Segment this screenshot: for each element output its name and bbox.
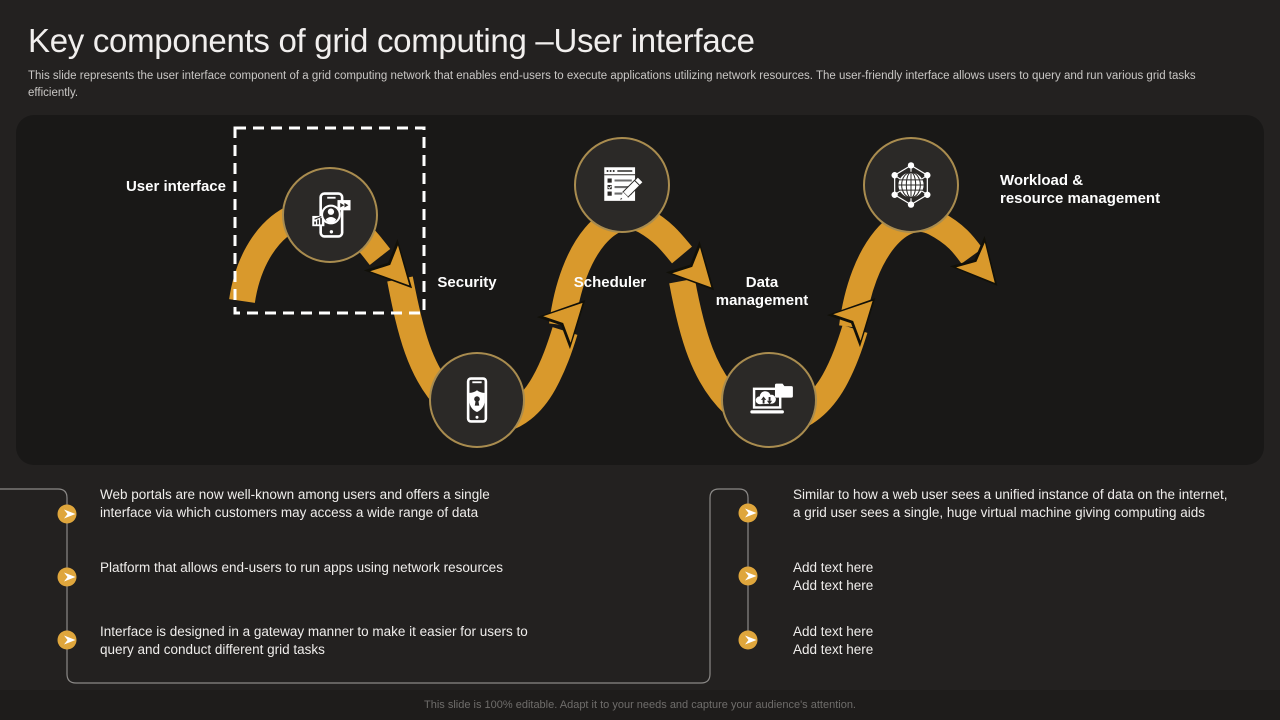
bullet-arrow-icon: [54, 627, 82, 655]
node-user-interface: [282, 167, 378, 263]
bullet-arrow-icon: [735, 563, 763, 591]
node-workload: [863, 137, 959, 233]
note-gateway: Interface is designed in a gateway manne…: [100, 624, 528, 657]
page-title: Key components of grid computing –User i…: [28, 22, 755, 59]
bullet-arrow-icon: [735, 500, 763, 528]
phone-user-icon: [312, 192, 351, 238]
connector-bracket-lines: [0, 488, 749, 684]
add-text-placeholder[interactable]: Add text here Add text here: [793, 624, 874, 657]
node-label-security: Security: [437, 274, 497, 291]
add-text-placeholder[interactable]: Add text here Add text here: [793, 560, 874, 593]
node-label-user-interface: User interface: [125, 178, 226, 195]
node-label-data-management: Data management: [715, 274, 809, 309]
phone-shield-icon: [466, 377, 488, 423]
node-security: [429, 352, 525, 448]
bullet-arrow-icon: [54, 564, 82, 592]
node-label-scheduler: Scheduler: [573, 274, 647, 291]
globe-network-icon: [891, 162, 931, 208]
notes-section: Web portals are now well-known among use…: [0, 470, 1280, 690]
checklist-pencil-icon: [604, 167, 644, 201]
note-platform: Platform that allows end-users to run ap…: [100, 560, 503, 575]
node-label-workload: Workload & resource management: [1000, 172, 1161, 207]
footer-note: This slide is 100% editable. Adapt it to…: [424, 699, 856, 711]
note-virtual-machine: Similar to how a web user sees a unified…: [793, 487, 1228, 520]
bullet-arrow-icon: [54, 501, 82, 529]
note-web-portals: Web portals are now well-known among use…: [100, 487, 490, 520]
bullet-arrow-icon: [735, 627, 763, 655]
footer: This slide is 100% editable. Adapt it to…: [0, 690, 1280, 720]
node-data-management: [721, 352, 817, 448]
slide-subtitle: This slide represents the user interface…: [28, 70, 1196, 99]
diagram-panel: User interface Security Scheduler Data m…: [16, 115, 1264, 465]
node-scheduler: [574, 137, 670, 233]
laptop-cloud-icon: [750, 383, 793, 414]
